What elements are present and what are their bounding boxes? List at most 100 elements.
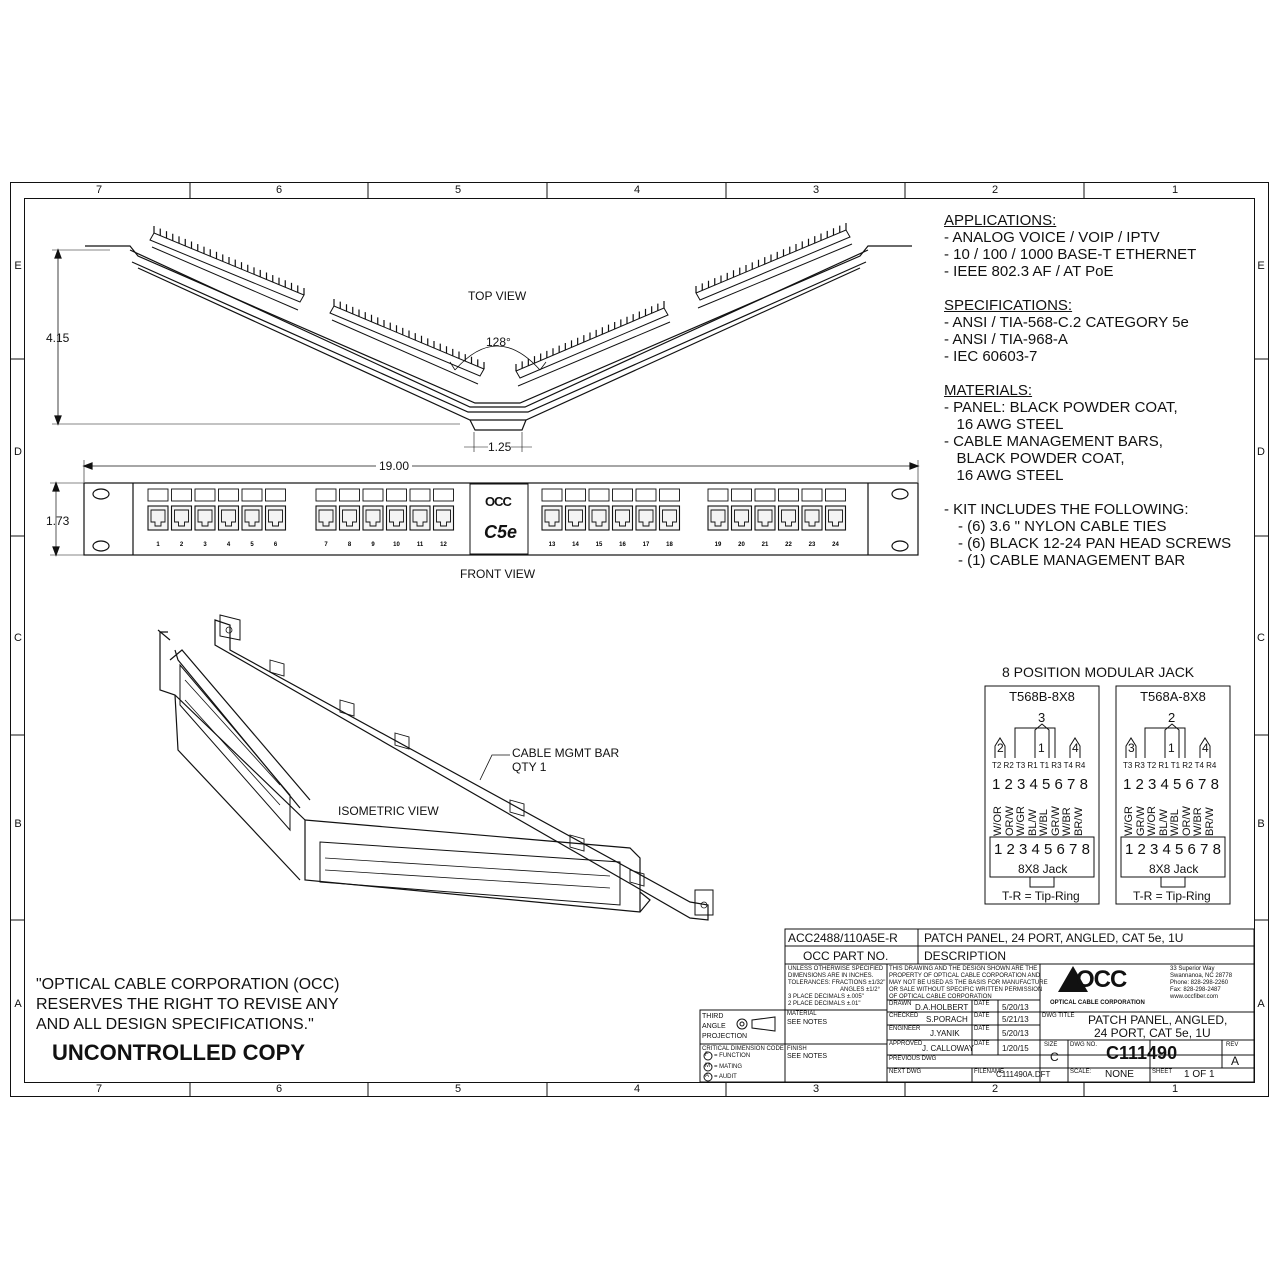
notice-line: PROPERTY OF OPTICAL CABLE CORPORATION AN…	[889, 973, 1041, 979]
projection-line: PROJECTION	[702, 1033, 748, 1040]
next-dwg-label: NEXT DWG	[889, 1069, 922, 1075]
port-opening	[757, 509, 773, 527]
rj45-port	[824, 505, 847, 531]
wire-color-code: OR/W	[1180, 806, 1193, 836]
company-address: 33 Superior Way Swannanoa, NC 28778 Phon…	[1170, 966, 1232, 1001]
front-height-dimension: 1.73	[46, 514, 70, 528]
wire-color-code: W/OR	[1146, 806, 1158, 836]
crit-code: = FUNCTION	[714, 1053, 751, 1059]
port-number: 13	[549, 542, 556, 548]
port-label-window	[362, 488, 384, 502]
row-label: E	[1257, 260, 1265, 272]
t568a-pins: 1 2 3 4 5 6 7 8	[1123, 776, 1219, 793]
port-number: 8	[348, 542, 352, 548]
port-number: 16	[619, 542, 626, 548]
port-opening	[389, 509, 404, 527]
port-number: 20	[738, 542, 745, 548]
filename: C111490A.DFT	[996, 1070, 1051, 1079]
port-number: 7	[324, 542, 328, 548]
specifications-title: SPECIFICATIONS:	[944, 297, 1073, 314]
rj45-port	[264, 505, 287, 531]
rev-value: A	[1231, 1054, 1240, 1068]
applications-title: APPLICATIONS:	[944, 212, 1057, 229]
port-number: 15	[596, 542, 603, 548]
jack-title: 8 POSITION MODULAR JACK	[1002, 664, 1195, 680]
cable-bar-label: CABLE MGMT BAR	[512, 746, 620, 760]
address-line: 33 Superior Way	[1170, 966, 1215, 972]
disclaimer: "OPTICAL CABLE CORPORATION (OCC) RESERVE…	[36, 975, 340, 1035]
wire-color-code: BR/W	[1072, 807, 1085, 836]
rj45-port	[241, 505, 263, 531]
port-label-window	[565, 488, 586, 502]
scale-label: SCALE:	[1070, 1069, 1092, 1075]
port-label-window	[315, 488, 337, 502]
row-label: D	[1257, 446, 1265, 458]
engineer-label: ENGINEER	[889, 1026, 921, 1032]
front-width-dimension: 19.00	[376, 459, 413, 473]
t568a-name: T568A-8X8	[1140, 689, 1206, 704]
t568b-jack-label: 8X8 Jack	[1018, 862, 1068, 876]
port-number: 2	[180, 542, 184, 548]
tolerance-line: DIMENSIONS ARE IN INCHES.	[788, 973, 874, 979]
rj45-port	[777, 505, 800, 531]
port-label-window	[218, 488, 239, 502]
row-label: B	[14, 818, 22, 830]
rj45-port	[754, 505, 776, 531]
port-opening	[638, 509, 654, 527]
wire-color-code: GR/W	[1134, 806, 1147, 836]
col-label: 3	[812, 1083, 820, 1095]
kit-item: - (6) BLACK 12-24 PAN HEAD SCREWS	[958, 535, 1232, 552]
uncontrolled-copy-stamp: UNCONTROLLED COPY	[52, 1040, 305, 1065]
port-number: 6	[274, 542, 278, 548]
part-number: ACC2488/110A5E-R	[788, 931, 898, 945]
port-label-window	[265, 488, 286, 502]
tolerance-line: UNLESS OTHERWISE SPECIFIED	[788, 966, 884, 972]
rj45-port	[635, 505, 657, 531]
drawn-by: D.A.HOLBERT	[915, 1003, 969, 1012]
specification-notes: APPLICATIONS: - ANALOG VOICE / VOIP / IP…	[944, 212, 1231, 569]
port-opening	[412, 509, 428, 527]
notice-line: MAY NOT BE USED AS THE BASIS FOR MANUFAC…	[889, 980, 1048, 986]
address-line: Fax: 828-298-2487	[1170, 987, 1221, 993]
port-opening	[615, 509, 630, 527]
port-opening	[150, 509, 166, 527]
top-view-drawing	[52, 223, 912, 452]
wire-color-code: W/GR	[1123, 806, 1135, 836]
isometric-view-drawing	[157, 614, 714, 921]
t568b-tip-ring-legend: T-R = Tip-Ring	[1002, 889, 1080, 903]
address-line: Swannanoa, NC 28778	[1170, 973, 1233, 979]
col-label: 7	[95, 1083, 103, 1095]
port-opening	[318, 509, 334, 527]
port-label-window	[612, 488, 633, 502]
port-number: 17	[643, 542, 650, 548]
port-opening	[244, 509, 260, 527]
port-label-window	[433, 488, 454, 502]
front-cat-label: C5e	[484, 522, 518, 542]
applications-item: - 10 / 100 / 1000 BASE-T ETHERNET	[944, 246, 1197, 263]
rj45-port	[147, 505, 169, 531]
wire-color-code: W/BR	[1061, 807, 1073, 836]
notice-line: OF OPTICAL CABLE CORPORATION	[889, 994, 992, 1000]
rj45-port	[707, 505, 729, 531]
rj45-port	[541, 505, 563, 531]
port-number: 24	[832, 542, 839, 548]
t568a-jack-pins: 1 2 3 4 5 6 7 8	[1125, 841, 1221, 858]
proprietary-notice: THIS DRAWING AND THE DESIGN SHOWN ARE TH…	[889, 966, 1048, 1001]
t568b-pair: 4	[1072, 741, 1079, 755]
col-label: 3	[812, 184, 820, 196]
port-label-window	[801, 488, 823, 502]
port-opening	[544, 509, 560, 527]
notice-line: THIS DRAWING AND THE DESIGN SHOWN ARE TH…	[889, 966, 1038, 972]
angle-dimension: 128°	[486, 335, 511, 349]
finish-value: SEE NOTES	[787, 1053, 828, 1060]
materials-title: MATERIALS:	[944, 382, 1033, 399]
port-number: 18	[666, 542, 673, 548]
drawn-date: 5/20/13	[1002, 1003, 1029, 1012]
row-label: D	[14, 446, 22, 458]
checked-by: S.PORACH	[926, 1015, 968, 1024]
port-opening	[268, 509, 283, 527]
col-label: 4	[633, 184, 641, 196]
col-label: 1	[1171, 184, 1179, 196]
